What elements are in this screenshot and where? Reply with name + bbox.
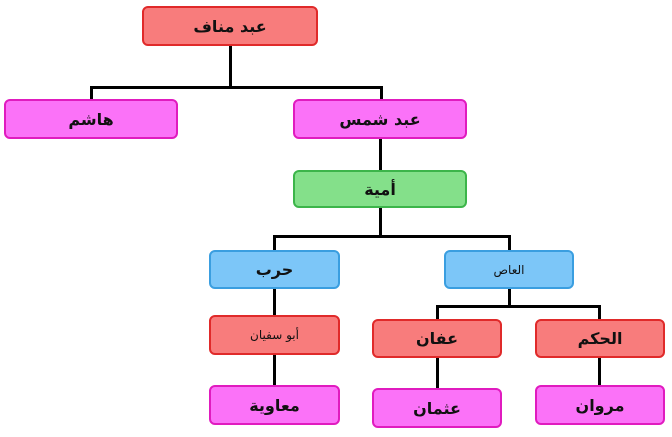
connector-to-abd-shams — [380, 86, 383, 99]
node-umayya: أمية — [293, 170, 467, 208]
node-hashim: هاشم — [4, 99, 178, 139]
connector-al-as-horizontal — [436, 305, 601, 308]
connector-to-hashim — [90, 86, 93, 99]
node-abu-sufyan: أبو سفيان — [209, 315, 340, 355]
node-harb: حرب — [209, 250, 340, 289]
connector-to-al-hakam — [598, 305, 601, 319]
connector-umayya-down — [379, 208, 382, 237]
connector-al-as-down — [508, 289, 511, 307]
node-marwan: مروان — [535, 385, 665, 425]
node-affan: عفان — [372, 319, 502, 358]
connector-abd-manaf-horizontal — [90, 86, 383, 89]
node-abd-shams: عبد شمس — [293, 99, 467, 139]
connector-to-affan — [436, 305, 439, 319]
connector-al-hakam-marwan — [598, 358, 601, 385]
node-uthman: عثمان — [372, 388, 502, 428]
connector-affan-uthman — [436, 358, 439, 388]
connector-harb-abu-sufyan — [273, 289, 276, 315]
node-muawiya: معاوية — [209, 385, 340, 425]
connector-to-al-as — [508, 235, 511, 250]
connector-umayya-horizontal — [273, 235, 511, 238]
connector-abd-manaf-down — [229, 45, 232, 89]
connector-to-harb — [273, 235, 276, 250]
node-al-hakam: الحكم — [535, 319, 665, 358]
node-al-as: العاص — [444, 250, 574, 289]
connector-abd-shams-umayya — [379, 139, 382, 170]
connector-abu-sufyan-muawiya — [273, 355, 276, 385]
node-abd-manaf: عبد مناف — [142, 6, 318, 46]
